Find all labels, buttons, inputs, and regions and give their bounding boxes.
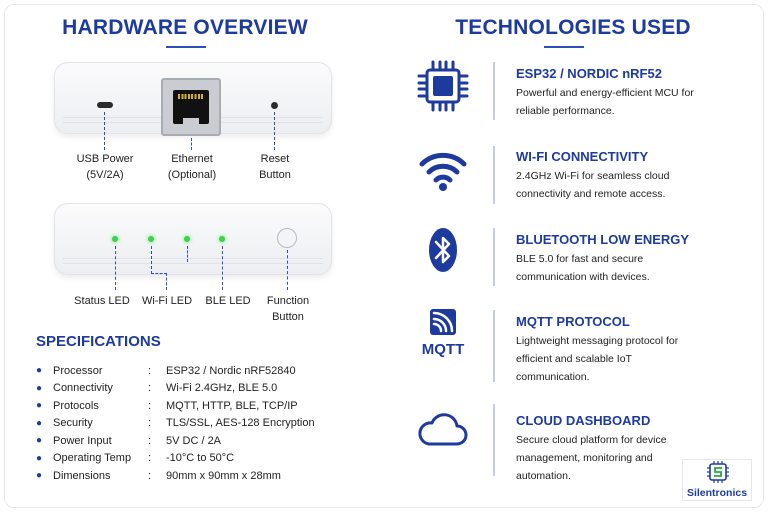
bullet: ● [36,382,43,394]
spec-value: MQTT, HTTP, BLE, TCP/IP [166,399,298,412]
wifi-icon [413,140,473,200]
spec-key: Protocols [53,399,99,412]
spec-row: ● Dimensions: 90mm x 90mm x 28mm [36,467,356,485]
wifi-led-pointer-v2 [166,273,167,290]
spec-row: ● Protocols: MQTT, HTTP, BLE, TCP/IP [36,397,356,415]
ethernet-pointer [191,138,192,150]
wifi-led [148,236,154,242]
spec-value: ESP32 / Nordic nRF52840 [166,364,296,377]
ble-led-label: BLE LED [205,295,251,307]
spec-colon: : [148,434,152,447]
status-led-pointer [115,246,116,290]
spec-row: ● Processor: ESP32 / Nordic nRF52840 [36,362,356,380]
cloud-icon [413,400,473,460]
tech-desc-cloud: Secure cloud platform for device managem… [516,434,667,482]
status-led [112,236,118,242]
bullet: ● [36,365,43,377]
spec-row: ● Power Input: 5V DC / 2A [36,432,356,450]
function-button-pointer [287,250,288,290]
device-seam [63,258,323,264]
technologies-title-underline [544,46,584,48]
brand-mark-icon [707,461,729,483]
usb-port [97,102,113,108]
spec-colon: : [148,469,152,482]
bullet: ● [36,417,43,429]
spec-value: TLS/SSL, AES-128 Encryption [166,417,315,430]
tech-title-mqtt: MQTT PROTOCOL [516,314,630,329]
extra-led [219,236,225,242]
specifications-list: ● Processor: ESP32 / Nordic nRF52840 ● Conn… [36,362,356,485]
tech-divider [493,62,495,120]
reset-button-label: Reset Button [259,153,291,181]
spec-key: Security [53,417,93,430]
technologies-title: TECHNOLOGIES USED [455,16,691,39]
ethernet-label: Ethernet (Optional) [167,153,217,181]
spec-colon: : [148,452,152,465]
tech-divider [493,146,495,204]
function-button-label: Function Button [266,295,310,323]
spec-value: 90mm x 90mm x 28mm [166,469,281,482]
usb-power-label: USB Power (5V/2A) [76,153,134,181]
brand-name: Silentronics [686,487,748,499]
hardware-title-underline [166,46,206,48]
spec-key: Connectivity [53,382,113,395]
ble-led-pointer-b [222,246,223,290]
ethernet-tab [183,118,199,124]
ble-led [184,236,190,242]
spec-value: Wi-Fi 2.4GHz, BLE 5.0 [166,382,278,395]
spec-colon: : [148,399,152,412]
tech-desc-ble: BLE 5.0 for fast and secure communicatio… [516,253,650,283]
spec-value: -10°C to 50°C [166,452,235,465]
tech-desc-mcu: Powerful and energy-efficient MCU for re… [516,87,694,117]
specifications-title: SPECIFICATIONS [36,333,161,350]
tech-divider [493,404,495,476]
wifi-led-pointer [151,246,152,274]
tech-divider [493,310,495,382]
function-button [277,228,297,248]
chip-icon [413,56,473,116]
tech-desc-mqtt: Lightweight messaging protocol for effic… [516,335,679,383]
tech-title-cloud: CLOUD DASHBOARD [516,413,651,428]
spec-key: Dimensions [53,469,111,482]
bullet: ● [36,470,43,482]
tech-title-ble: BLUETOOTH LOW ENERGY [516,232,690,247]
tech-divider [493,228,495,286]
status-led-label: Status LED [74,295,130,307]
usb-pointer [104,112,105,150]
spec-key: Power Input [53,434,112,447]
ethernet-pins [178,94,204,99]
spec-row: ● Connectivity: Wi-Fi 2.4GHz, BLE 5.0 [36,380,356,398]
bullet: ● [36,452,43,464]
spec-colon: : [148,417,152,430]
spec-key: Processor [53,364,103,377]
spec-key: Operating Temp [53,452,132,465]
mqtt-icon: MQTT [413,305,473,365]
reset-hole [271,102,278,109]
spec-row: ● Security: TLS/SSL, AES-128 Encryption [36,415,356,433]
ethernet-port [161,78,221,136]
spec-value: 5V DC / 2A [166,434,222,447]
brand-logo: Silentronics [682,459,752,501]
spec-colon: : [148,382,152,395]
bullet: ● [36,400,43,412]
bullet: ● [36,435,43,447]
tech-desc-wifi: 2.4GHz Wi-Fi for seamless cloud connecti… [516,170,670,200]
bluetooth-icon [413,220,473,280]
mqtt-icon-text: MQTT [421,341,465,358]
page-frame [4,4,764,508]
ethernet-socket [173,90,209,124]
tech-title-wifi: WI-FI CONNECTIVITY [516,149,649,164]
tech-title-mcu: ESP32 / NORDIC nRF52 [516,66,662,81]
spec-colon: : [148,364,152,377]
wifi-led-label: Wi-Fi LED [141,295,193,307]
hardware-title: HARDWARE OVERVIEW [62,16,308,39]
wifi-led-pointer-h [151,273,167,274]
spec-row: ● Operating Temp: -10°C to 50°C [36,450,356,468]
ble-led-pointer [187,246,188,262]
reset-pointer [274,112,275,150]
